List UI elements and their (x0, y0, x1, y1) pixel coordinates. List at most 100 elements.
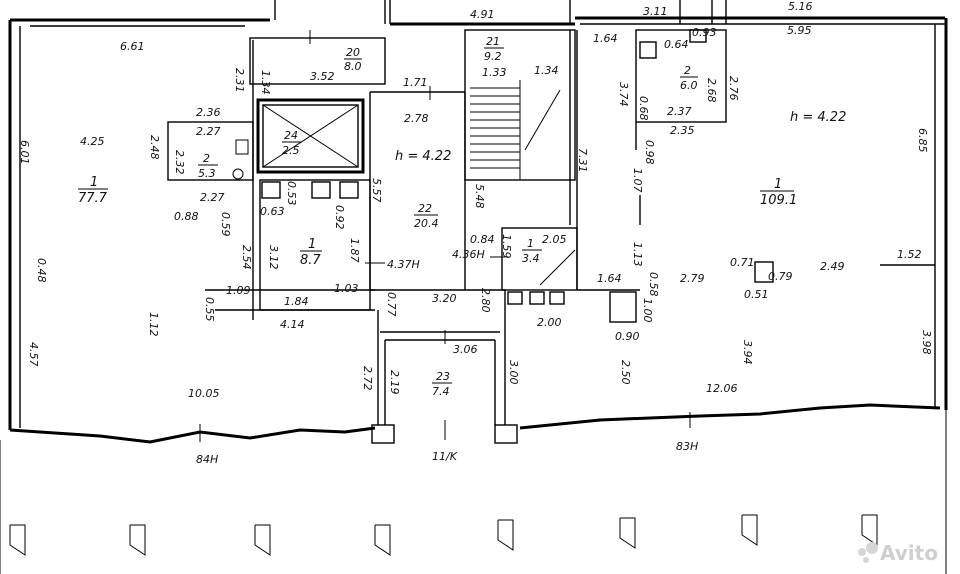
room-labels: 20 8.0 21 9.2 2 6.0 24 2.5 2 5.3 1 77.7 (78, 35, 797, 398)
dim-label: 0.64 (664, 38, 689, 51)
dim-label: 2.79 (680, 272, 705, 285)
dim-label: 3.98 (920, 330, 933, 355)
dim-label: 1.12 (147, 312, 160, 337)
dim-label: 0.98 (643, 140, 656, 165)
dimensions: 6.61 1.34 3.52 2.31 2.36 2.27 2.48 2.32 … (18, 24, 933, 400)
dim-label: 2.76 (727, 76, 740, 101)
dim-label: 12.06 (706, 382, 738, 395)
dim-label: 3.94 (741, 340, 754, 365)
dim-label: 2.31 (233, 68, 246, 93)
room-23: 23 7.4 (432, 370, 452, 398)
dim-label: 0.68 (637, 96, 650, 121)
dim-label: 2.49 (820, 260, 845, 273)
room-21: 21 9.2 (484, 35, 504, 63)
height-label: h = 4.22 (790, 110, 846, 125)
dim-label: 2.50 (619, 360, 632, 385)
dim-label: 1.34 (534, 64, 559, 77)
dim-label: 1.59 (500, 234, 513, 259)
dim-label: 4.14 (280, 318, 305, 331)
dim-label: 1.09 (226, 284, 251, 297)
mark-label: 84H (196, 453, 218, 466)
room-22: 22 20.4 (414, 202, 439, 230)
dim-label: 0.79 (768, 270, 793, 283)
dim-label: 0.59 (219, 212, 232, 237)
dim-label: 0.88 (174, 210, 199, 223)
room-area: 5.3 (198, 167, 216, 180)
dim-label: 10.05 (188, 387, 220, 400)
room-area: 2.5 (282, 144, 300, 157)
room-number: 1 (90, 175, 98, 190)
room-number: 1 (308, 237, 316, 252)
dim-label: 2.78 (404, 112, 429, 125)
dim-label: 1.71 (403, 76, 428, 89)
dim-label: 1.87 (348, 238, 361, 263)
room-1-77: 1 77.7 (78, 175, 108, 206)
room-number: 1 (774, 177, 782, 192)
dim-label: 1.03 (334, 282, 359, 295)
dim-label: 4.57 (27, 342, 40, 367)
room-area: 20.4 (414, 217, 439, 230)
dim-label: 2.54 (240, 245, 253, 270)
dim-label: 0.55 (203, 297, 216, 322)
top-dim: 4.91 (470, 8, 495, 21)
dim-label: 6.85 (916, 128, 929, 153)
dim-label: 1.84 (284, 295, 309, 308)
dim-label: 0.90 (615, 330, 640, 343)
room-1-109: 1 109.1 (760, 177, 797, 208)
room-area: 3.4 (522, 252, 540, 265)
dim-label: 3.20 (432, 292, 457, 305)
dim-label: 3.06 (453, 343, 478, 356)
dim-label: 2.35 (670, 124, 695, 137)
dim-label: 2.05 (542, 233, 567, 246)
dim-label: 2.19 (388, 370, 401, 395)
dim-label: 6.61 (120, 40, 145, 53)
room-area: 7.4 (432, 385, 450, 398)
dim-label: 3.74 (617, 82, 630, 107)
dim-label: 2.27 (200, 191, 225, 204)
room-number: 2 (684, 64, 691, 77)
marks: 4.37H 4.36H 84H 11/K 83H (196, 248, 698, 466)
room-area: 77.7 (78, 191, 108, 206)
room-number: 21 (486, 35, 500, 48)
dim-label: 0.48 (35, 258, 48, 283)
height-label: h = 4.22 (395, 149, 451, 164)
dim-label: 2.32 (173, 150, 186, 175)
dim-label: 2.36 (196, 106, 221, 119)
mark-label: 4.37H (387, 258, 420, 271)
dim-label: 0.71 (730, 256, 755, 269)
room-area: 6.0 (680, 79, 698, 92)
dim-label: 1.07 (631, 168, 644, 193)
watermark-text: Avito (880, 541, 938, 565)
dim-label: 6.01 (18, 140, 31, 165)
dim-label: 0.53 (285, 181, 298, 206)
dim-label: 2.80 (479, 288, 492, 313)
dim-label: 0.51 (744, 288, 769, 301)
room-number: 20 (346, 46, 360, 59)
dim-label: 5.95 (787, 24, 812, 37)
walls (8, 0, 948, 444)
mark-label: 4.36H (452, 248, 485, 261)
dim-label: 7.31 (576, 148, 589, 173)
top-labels: 4.91 3.11 5.16 (470, 0, 813, 21)
dim-label: 1.33 (482, 66, 507, 79)
dim-label: 0.77 (385, 292, 398, 317)
dim-label: 1.13 (631, 242, 644, 267)
dim-label: 1.64 (593, 32, 618, 45)
mark-label: 11/K (432, 450, 458, 463)
dim-label: 0.63 (260, 205, 285, 218)
top-dim: 5.16 (788, 0, 813, 13)
dim-label: 3.12 (267, 245, 280, 270)
dim-label: 2.27 (196, 125, 221, 138)
dim-label: 1.34 (259, 70, 272, 95)
dim-label: 1.00 (641, 298, 654, 323)
top-dim: 3.11 (643, 5, 668, 18)
room-number: 24 (284, 129, 298, 142)
room-2-top-right: 2 6.0 (680, 64, 698, 92)
room-number: 23 (436, 370, 450, 383)
dim-label: 5.57 (370, 178, 383, 203)
dim-label: 1.64 (597, 272, 622, 285)
dim-label: 0.93 (692, 26, 717, 39)
lower-facade (0, 410, 947, 574)
dim-label: 0.58 (647, 272, 660, 297)
